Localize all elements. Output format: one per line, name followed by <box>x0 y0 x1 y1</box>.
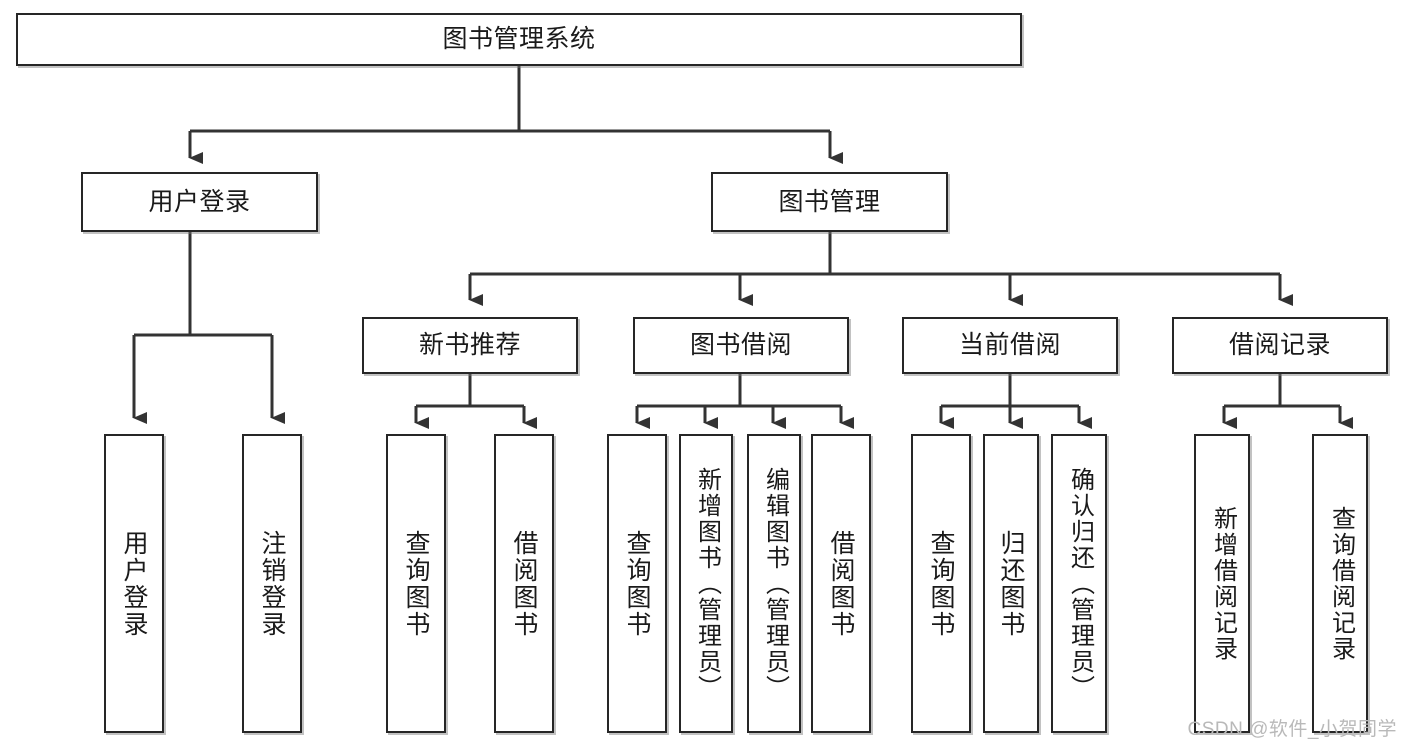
node-new-book-recommend[interactable]: 新书推荐 <box>362 317 578 374</box>
leaf-logout[interactable]: 注销登录 <box>242 434 302 733</box>
node-borrow-record[interactable]: 借阅记录 <box>1172 317 1388 374</box>
leaf-user-login[interactable]: 用户登录 <box>104 434 164 733</box>
node-label: 编辑图书（管理员） <box>761 466 789 701</box>
node-label: 借阅图书 <box>510 529 538 638</box>
node-label: 用户登录 <box>120 529 148 638</box>
node-label: 查询借阅记录 <box>1327 505 1355 662</box>
leaf-query-borrow-record[interactable]: 查询借阅记录 <box>1312 434 1368 733</box>
node-label: 归还图书 <box>997 529 1025 638</box>
leaf-confirm-return-admin[interactable]: 确认归还（管理员） <box>1051 434 1107 733</box>
leaf-borrow-book-recommend[interactable]: 借阅图书 <box>494 434 554 733</box>
node-book-borrow[interactable]: 图书借阅 <box>633 317 849 374</box>
leaf-query-book-recommend[interactable]: 查询图书 <box>386 434 446 733</box>
leaf-add-borrow-record[interactable]: 新增借阅记录 <box>1194 434 1250 733</box>
node-label: 图书管理系统 <box>442 25 596 54</box>
node-label: 新增图书（管理员） <box>693 466 721 701</box>
leaf-borrow-book[interactable]: 借阅图书 <box>811 434 871 733</box>
node-root-system[interactable]: 图书管理系统 <box>16 13 1022 66</box>
node-label: 新增借阅记录 <box>1209 505 1237 662</box>
node-label: 查询图书 <box>927 529 955 638</box>
node-label: 新书推荐 <box>418 331 521 360</box>
node-book-management[interactable]: 图书管理 <box>711 172 948 232</box>
node-current-borrow[interactable]: 当前借阅 <box>902 317 1118 374</box>
node-label: 图书管理 <box>778 187 881 216</box>
csdn-watermark: CSDN @软件_小贺同学 <box>1187 719 1397 740</box>
leaf-return-book[interactable]: 归还图书 <box>983 434 1039 733</box>
leaf-edit-book-admin[interactable]: 编辑图书（管理员） <box>747 434 801 733</box>
node-label: 图书借阅 <box>689 331 792 360</box>
leaf-query-book-current[interactable]: 查询图书 <box>911 434 971 733</box>
node-label: 借阅记录 <box>1228 331 1331 360</box>
leaf-add-book-admin[interactable]: 新增图书（管理员） <box>679 434 733 733</box>
node-label: 借阅图书 <box>827 529 855 638</box>
node-user-login[interactable]: 用户登录 <box>81 172 318 232</box>
node-label: 确认归还（管理员） <box>1066 466 1094 701</box>
leaf-query-book-borrow[interactable]: 查询图书 <box>607 434 667 733</box>
node-label: 注销登录 <box>258 529 286 638</box>
node-label: 查询图书 <box>623 529 651 638</box>
node-label: 当前借阅 <box>958 331 1061 360</box>
node-label: 查询图书 <box>402 529 430 638</box>
node-label: 用户登录 <box>148 187 251 216</box>
